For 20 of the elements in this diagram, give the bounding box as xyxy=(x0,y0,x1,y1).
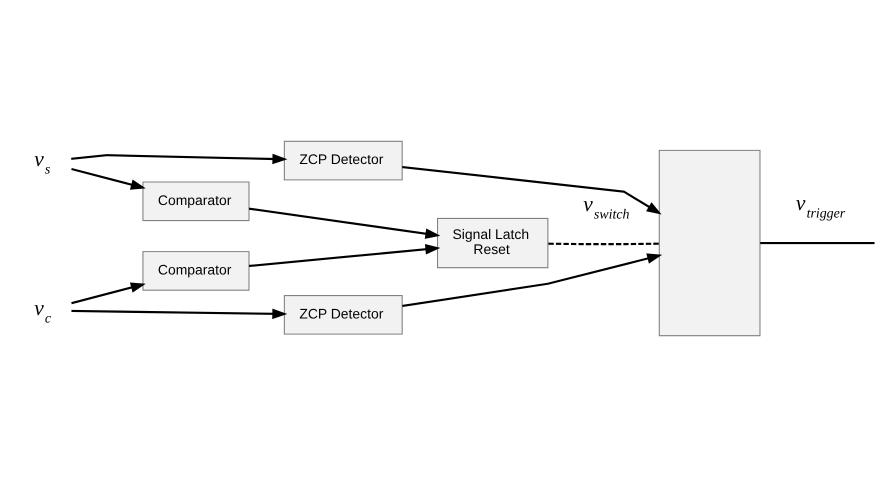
arrow xyxy=(248,244,440,268)
node-box: ZCP Detector xyxy=(284,140,403,180)
node-box: ZCP Detector xyxy=(284,295,403,335)
edge-label: v$_{trigger}$ xyxy=(796,190,846,222)
edge-label: v$_{switch}$ xyxy=(583,192,630,222)
node-box: Comparator xyxy=(142,181,250,222)
arrow xyxy=(248,208,440,239)
arrow xyxy=(71,282,146,304)
node-box: Signal Latch Reset xyxy=(437,218,548,268)
arrow xyxy=(71,308,288,320)
arrow xyxy=(402,166,662,215)
node-box: Comparator xyxy=(142,251,250,291)
arrow xyxy=(71,168,146,190)
connector xyxy=(760,242,875,244)
arrow xyxy=(402,253,662,308)
node-box xyxy=(658,150,761,336)
node-text: v$_{s}$ xyxy=(34,146,50,178)
connector xyxy=(548,242,659,246)
node-text: v$_{c}$ xyxy=(34,296,52,326)
arrow xyxy=(71,154,288,164)
